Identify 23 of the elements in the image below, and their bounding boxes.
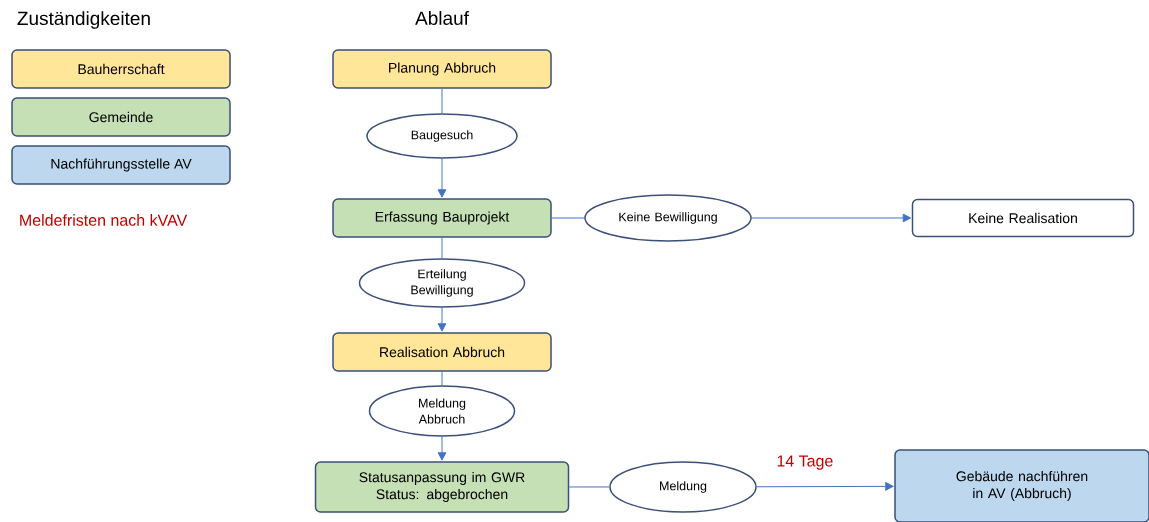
- process-box: Statusanpassung im GWR Status: abgebrochen: [314, 461, 570, 513]
- legend-box: Bauherrschaft: [11, 49, 231, 89]
- legend-box: Nachführungsstelle AV: [11, 145, 231, 185]
- note: Meldefristen nach kVAV: [20, 214, 188, 226]
- arrow: [756, 482, 894, 491]
- connector-line: [551, 217, 585, 219]
- process-box: Gebäude nachführen in AV (Abbruch): [894, 449, 1149, 522]
- connector-line: [441, 88, 443, 114]
- title: Ablauf: [415, 11, 469, 25]
- edge-label: 14 Tage: [777, 455, 833, 470]
- legend-box: Gemeinde: [11, 97, 231, 137]
- process-box: Erfassung Bauprojekt: [332, 198, 552, 238]
- arrow: [437, 158, 447, 198]
- legend-heading: Zuständigkeiten: [17, 11, 150, 29]
- connector-line: [568, 486, 610, 488]
- process-box: Realisation Abbruch: [332, 332, 552, 372]
- arrow: [437, 307, 447, 332]
- process-box: Keine Realisation: [911, 198, 1135, 238]
- connector-line: [441, 237, 443, 259]
- arrow: [751, 213, 912, 223]
- connector-line: [441, 371, 443, 386]
- arrow: [437, 436, 447, 461]
- process-box: Planung Abbruch: [332, 49, 552, 89]
